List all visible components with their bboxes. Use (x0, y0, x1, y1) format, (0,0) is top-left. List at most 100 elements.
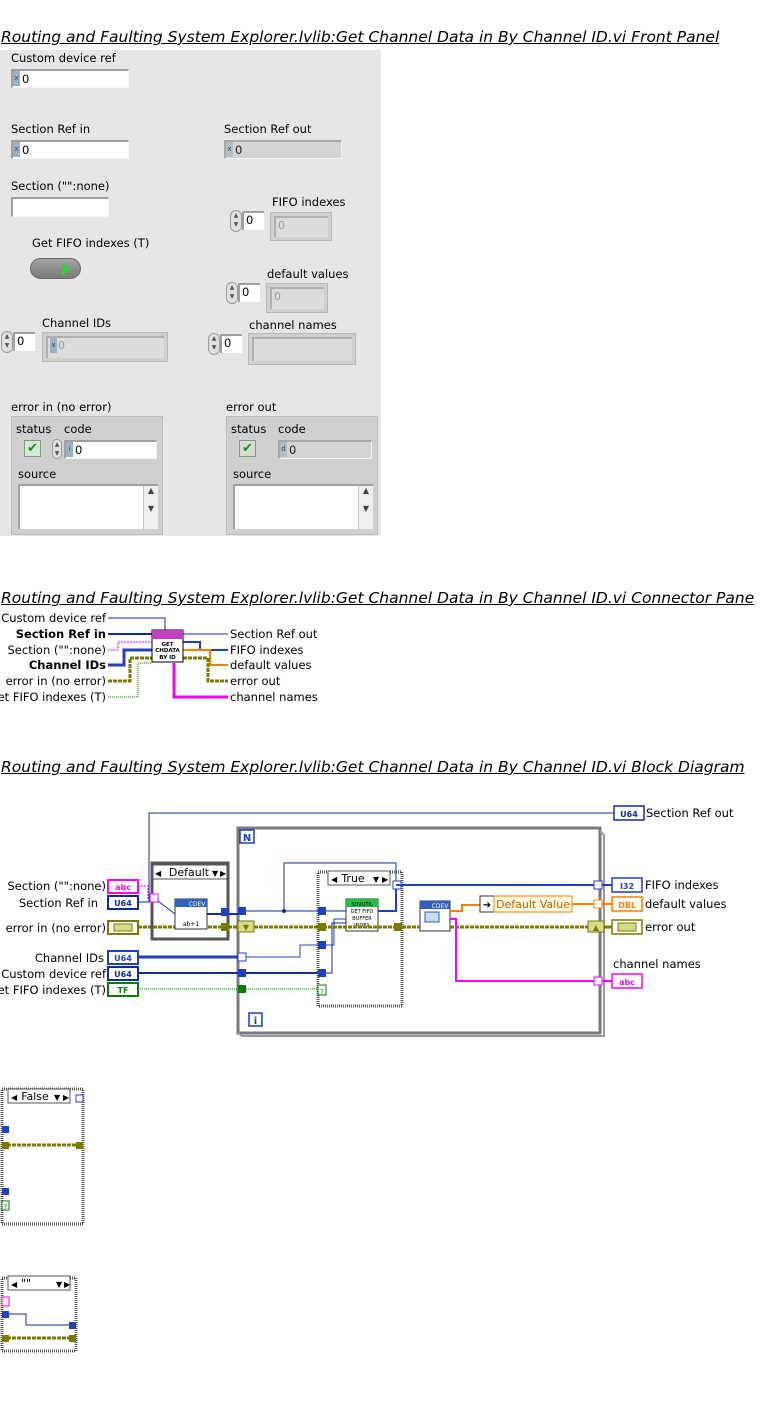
loop-count-terminal[interactable] (239, 829, 255, 844)
cp-output-error-out: error out (230, 674, 281, 688)
default-values-terminal[interactable] (611, 896, 643, 912)
channel-names-element (252, 337, 352, 361)
section-ref-out-terminal[interactable] (613, 805, 645, 821)
cp-input-section-ref-in: Section Ref in (16, 627, 106, 641)
case-arrow-left-icon[interactable]: ◀ (11, 1280, 18, 1289)
channel-names-array (248, 333, 356, 365)
block-diagram: N i U64 Section Ref out Section ("":none… (0, 805, 734, 1353)
vi-icon-banner (152, 630, 183, 639)
custom-device-ref-tag: U64 (114, 970, 132, 979)
tunnel (318, 941, 326, 949)
fifo-indexes-index[interactable]: ▲▼ 0 (230, 210, 268, 232)
code-label: code (278, 422, 306, 436)
status-checkmark-icon[interactable]: ✔ (24, 440, 41, 457)
case-dropdown-icon[interactable]: ▼ (373, 875, 380, 884)
cp-output-channel-names: channel names (230, 690, 318, 704)
error-in-source-field[interactable]: ▲▼ (18, 484, 158, 529)
status-checkmark-icon: ✔ (239, 440, 256, 457)
window-icon (424, 911, 440, 923)
default-values-label: default values (267, 267, 349, 281)
channel-ids-index[interactable]: ▲▼ 0 (1, 331, 39, 353)
tunnel (2, 1188, 9, 1195)
subvi1-subtext: ab+1 (183, 921, 200, 928)
spinner-icon[interactable]: ▲▼ (226, 282, 238, 304)
tunnel (318, 969, 326, 977)
case-selector-empty[interactable] (7, 1275, 71, 1291)
section-string-control[interactable] (11, 197, 109, 217)
case-dropdown-icon[interactable]: ▼ (54, 1093, 61, 1102)
default-values-index-value[interactable]: 0 (238, 283, 260, 302)
section-ref-in-terminal[interactable] (107, 895, 139, 910)
for-loop (236, 826, 602, 1035)
fifo-indexes-label: FIFO indexes (272, 195, 346, 209)
scrollbar[interactable]: ▲▼ (143, 486, 158, 529)
case-selector-default[interactable] (152, 864, 228, 880)
tunnel (2, 1335, 9, 1342)
cp-output-fifo-indexes: FIFO indexes (230, 643, 304, 657)
loop-tunnel (238, 907, 246, 915)
section-ref-out-tag: U64 (620, 810, 638, 819)
case-dropdown-icon[interactable]: ▼ (212, 869, 219, 878)
spinner-icon[interactable]: ▲▼ (52, 439, 62, 459)
tunnel (75, 1094, 84, 1103)
spinner-icon[interactable]: ▲▼ (1, 331, 13, 353)
icon-text-3: BY ID (159, 655, 176, 661)
fifo-indexes-terminal[interactable] (611, 877, 643, 893)
wire-custom-device-ref (108, 617, 166, 630)
case-arrow-right-icon[interactable]: ▶ (220, 869, 227, 878)
radix-icon: x (226, 142, 233, 157)
wire-junction (282, 909, 286, 913)
channel-ids-index-value[interactable]: 0 (13, 332, 35, 351)
wire-channel-ids-loop (246, 944, 318, 958)
bd-label-error-in: error in (no error) (6, 921, 106, 935)
channel-names-index[interactable]: ▲▼ 0 (208, 333, 246, 355)
case-selector-terminal-string (1, 1296, 10, 1307)
wire-channel-ids (108, 648, 152, 667)
wire-empty-case (9, 1313, 70, 1326)
spinner-icon[interactable]: ▲▼ (230, 210, 242, 232)
case-arrow-left-icon[interactable]: ◀ (11, 1093, 18, 1102)
case-arrow-left-icon[interactable]: ◀ (331, 875, 338, 884)
case-selector-false[interactable] (7, 1088, 71, 1104)
loop-index-terminal[interactable] (248, 1012, 263, 1027)
channel-names-terminal[interactable] (611, 973, 643, 989)
section-tag: abc (115, 883, 131, 892)
loop-tunnel (238, 985, 246, 993)
channel-names-index-value[interactable]: 0 (220, 334, 242, 353)
tunnel (76, 1142, 83, 1149)
case-dropdown-icon[interactable]: ▼ (56, 1280, 63, 1289)
subvi2-text-1: SDVUTIL (351, 902, 373, 908)
cp-input-get-fifo: Get FIFO indexes (T) (0, 690, 106, 704)
get-fifo-indexes-toggle[interactable] (30, 258, 81, 279)
default-values-index[interactable]: ▲▼ 0 (226, 282, 264, 304)
scrollbar[interactable]: ▲▼ (358, 486, 373, 529)
case-arrow-left-icon[interactable]: ◀ (155, 869, 162, 878)
bd-label-section: Section ("":none) (8, 879, 107, 893)
fifo-indexes-index-value[interactable]: 0 (242, 211, 264, 230)
case-arrow-right-icon[interactable]: ▶ (382, 875, 389, 884)
auto-index-tunnel (237, 952, 247, 962)
bd-label-custom-device-ref: Custom device ref (1, 967, 107, 981)
bd-label-error-out: error out (645, 920, 696, 934)
case-default-label: Default (169, 866, 210, 879)
get-fifo-indexes-label: Get FIFO indexes (T) (32, 236, 150, 250)
radix-icon[interactable]: x (13, 71, 20, 86)
wire-error-out (183, 656, 228, 683)
loop-index-label: i (254, 1016, 257, 1027)
source-label: source (233, 467, 272, 481)
spinner-icon[interactable]: ▲▼ (208, 333, 220, 355)
error-out-source-field: ▲▼ (233, 484, 373, 529)
case-arrow-right-icon[interactable]: ▶ (63, 1093, 70, 1102)
tunnel (318, 907, 326, 915)
case-selector-true[interactable] (327, 870, 391, 886)
radix-icon[interactable]: x (13, 142, 20, 157)
case-selector-terminal-boolean (1, 1200, 10, 1211)
radix-icon[interactable]: i (66, 442, 73, 457)
case-arrow-right-icon[interactable]: ▶ (64, 1280, 71, 1289)
